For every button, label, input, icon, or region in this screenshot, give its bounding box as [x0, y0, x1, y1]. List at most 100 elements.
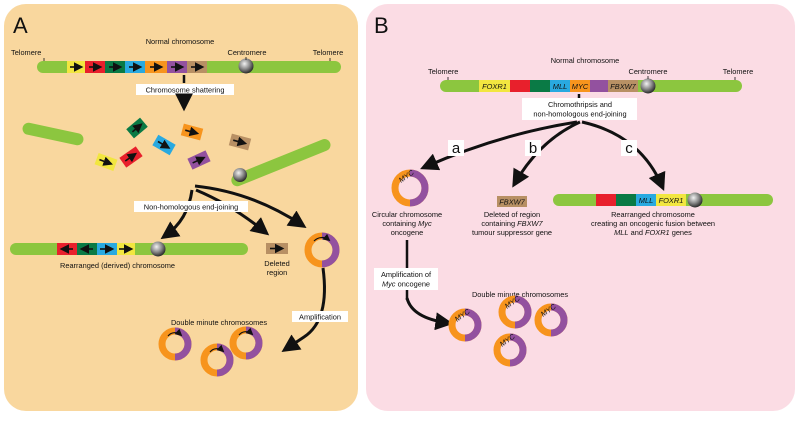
rearranged-b-label-line3: MLL and FOXR1 genes	[614, 228, 692, 237]
circular-label-line2-gene: Myc	[418, 219, 432, 228]
chromothripsis-label-line1: Chromothripsis and	[548, 100, 612, 109]
fragment-centromere-arm	[231, 139, 331, 187]
gene-label-fbxw7: FBXW7	[610, 82, 636, 91]
circular-chromosome-b-purple	[409, 169, 429, 207]
path-a-label-box	[448, 140, 464, 156]
fragment-arrow	[192, 156, 206, 166]
panel-b-letter: B	[374, 13, 389, 38]
gene-box-mll	[550, 80, 570, 92]
deleted-label-b-line2: containing FBXW7	[481, 219, 543, 228]
non-homologous-end-joining-label: Non-homologous end-joining	[144, 203, 239, 212]
chromothripsis-label-box	[522, 98, 637, 120]
centromere	[238, 58, 254, 74]
rearranged-b-label-line1: Rearranged chromosome	[611, 210, 695, 219]
panel-b: B Normal chromosome Telomere Centromere …	[366, 4, 795, 411]
rearranged-b-label-line2: creating an oncogenic fusion between	[591, 219, 715, 228]
panel-a: A Normal chromosome Telomere Centromere …	[4, 4, 358, 411]
telomere-right-label-b: Telomere	[723, 67, 753, 76]
end-joining-label-box	[134, 201, 248, 212]
path-b-label-box	[525, 140, 541, 156]
chromothripsis-label-line2: non-homologous end-joining	[533, 110, 626, 119]
amplification-b-line1: Amplification of	[381, 270, 432, 279]
rearranged-b-foxr1-label: FOXR1	[659, 196, 684, 205]
amplification-b-arrow	[405, 297, 454, 331]
arrow-to-rearranged	[160, 189, 194, 240]
arrow-to-circle	[194, 184, 307, 228]
deleted-label-b-line2-gene: FBXW7	[517, 219, 543, 228]
deleted-label-b-line1: Deleted of region	[484, 210, 540, 219]
rearranged-b-dark-green	[616, 194, 636, 206]
path-b-label: b	[529, 140, 537, 157]
circular-label-line2: containing Myc	[382, 219, 432, 228]
gene-box-myc	[570, 80, 590, 92]
fragment-centromere	[233, 168, 247, 182]
shattering-label-box	[136, 84, 234, 95]
gene-box-dark-green	[530, 80, 550, 92]
rearranged-chromosome-label: Rearranged (derived) chromosome	[60, 261, 175, 270]
rearranged-b-centromere	[687, 192, 703, 208]
rearranged-b-mll-label: MLL	[639, 196, 653, 205]
double-minute-ring	[200, 343, 234, 377]
fragment-telomere-left	[22, 122, 84, 146]
amplification-b-line2: Myc oncogene	[382, 280, 430, 289]
gene-box-red	[510, 80, 530, 92]
amplification-label-box	[292, 311, 348, 322]
fragment-arrow	[157, 139, 171, 149]
fragment-arrow	[185, 126, 200, 137]
chromosome-fragments	[22, 117, 331, 187]
deleted-label-b-line2-text: containing	[481, 219, 515, 228]
fragment-arrow	[99, 156, 113, 166]
panel-b-background	[366, 4, 795, 411]
circular-label-line2-text: containing	[382, 219, 416, 228]
deleted-label-line1: Deleted	[264, 259, 289, 268]
panel-a-letter: A	[13, 13, 28, 38]
rear-gene2: FOXR1	[645, 228, 670, 237]
rear-end: genes	[672, 228, 692, 237]
gene-box-purple	[590, 80, 608, 92]
path-c-label-box	[621, 140, 637, 156]
telomere-left-label: Telomere	[11, 48, 41, 57]
double-minute-ring-b: MYC	[498, 293, 532, 329]
amplification-label: Amplification	[299, 313, 341, 322]
gene-label-myc: MYC	[572, 82, 589, 91]
path-b-arrow	[512, 120, 581, 188]
rearranged-b-foxr1	[656, 194, 686, 206]
telomere-left-label-b: Telomere	[428, 67, 458, 76]
double-minute-label-a: Double minute chromosomes	[171, 318, 267, 327]
rear-mid: and	[631, 228, 643, 237]
rearranged-b-mll	[636, 194, 656, 206]
telomere-right-label: Telomere	[313, 48, 343, 57]
circular-label-line3: oncogene	[391, 228, 423, 237]
deleted-fbxw7-label: FBXW7	[499, 198, 525, 207]
path-a-label: a	[452, 140, 461, 157]
double-minute-ring	[158, 327, 192, 361]
gene-box-fbxw7	[608, 80, 638, 92]
centromere-label: Centromere	[227, 48, 266, 57]
rearranged-b-red	[596, 194, 616, 206]
rear-gene1: MLL	[614, 228, 628, 237]
normal-chromosome-segments	[67, 61, 207, 73]
normal-chromosome-label-b: Normal chromosome	[551, 56, 620, 65]
rearranged-centromere	[150, 241, 166, 257]
amp-gene: Myc	[382, 280, 396, 289]
circular-label-line1: Circular chromosome	[372, 210, 442, 219]
normal-chromosome-label: Normal chromosome	[146, 37, 215, 46]
circular-chromosome-a-arrow	[313, 233, 331, 242]
gene-label-mll: MLL	[553, 82, 567, 91]
double-minute-ring	[229, 326, 263, 360]
amp-text: oncogene	[398, 280, 430, 289]
path-a-arrow	[420, 120, 578, 171]
path-c-label: c	[625, 140, 633, 157]
fragment-arrow	[233, 136, 248, 147]
centromere-label-b: Centromere	[628, 67, 667, 76]
fragment-arrow	[124, 152, 138, 163]
amplification-b-label-box	[374, 268, 438, 290]
chromosome-shattering-label: Chromosome shattering	[146, 86, 225, 95]
double-minute-label-b: Double minute chromosomes	[472, 290, 568, 299]
fragment-arrow	[131, 123, 143, 134]
gene-box-foxr1	[479, 80, 510, 92]
deleted-label-b-line3: tumour suppressor gene	[472, 228, 552, 237]
centromere-b	[640, 78, 656, 94]
